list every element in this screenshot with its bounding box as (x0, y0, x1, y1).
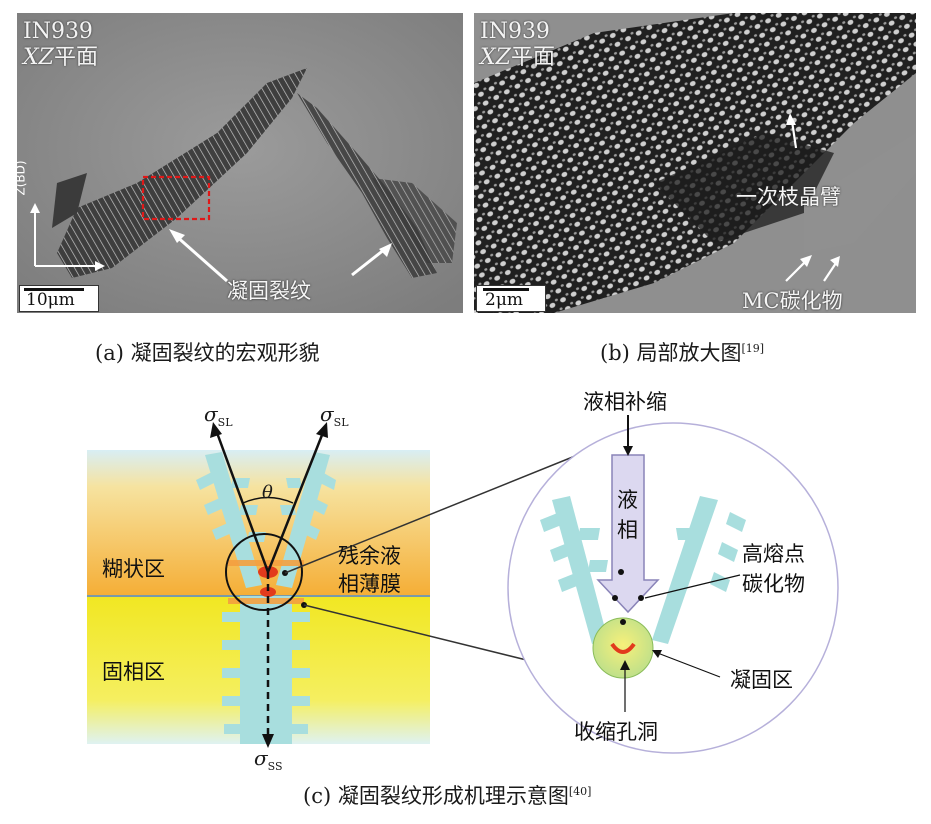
panel-a-sample-label: IN939 XZ平面 (23, 19, 98, 70)
shrinkage-pore (610, 642, 636, 654)
solidified-zone-dot (592, 617, 654, 679)
theta-label: θ (262, 482, 273, 503)
dendrite-stem-lower (222, 596, 310, 744)
liquid-film-spot-lower (260, 587, 276, 597)
sigma-sl-right: σSL (320, 402, 349, 429)
panel-b-scalebar: 2μm (476, 285, 546, 312)
dendrite-enlarged-right (652, 496, 746, 644)
zoom-region-box (141, 175, 211, 221)
mushy-zone-label: 糊状区 (102, 557, 165, 581)
solid-zone-label: 固相区 (102, 660, 165, 684)
liquid-feeding-label: 液相补缩 (583, 390, 667, 414)
theta-arc (242, 496, 294, 504)
panel-a-crack-annotation: 凝固裂纹 (227, 279, 311, 303)
connector-line-upper (284, 451, 586, 574)
liquid-label-1: 液 (617, 488, 638, 512)
stress-arrow-sl-right (266, 429, 326, 573)
micrograph-a: IN939 XZ平面 Z(BD) 凝固裂纹 10μm (17, 13, 463, 313)
solidified-zone-label: 凝固区 (730, 668, 793, 692)
liquid-label-2: 相 (617, 518, 638, 542)
sigma-sl-left: σSL (204, 402, 233, 429)
stress-arrow-sl-left (214, 429, 270, 573)
caption-b: (b) 局部放大图[19] (600, 341, 765, 365)
carbide-label-1: 高熔点 (742, 542, 805, 566)
dendrite-enlarged-left (540, 496, 608, 644)
carbide-label-2: 碳化物 (742, 572, 805, 596)
panel-b-arm-annotation: 一次枝晶臂 (736, 185, 841, 209)
connector-line-lower (303, 604, 568, 671)
caption-c: (c) 凝固裂纹形成机理示意图[40] (303, 784, 592, 808)
sigma-ss: σSS (254, 746, 283, 773)
micrograph-a-image (17, 13, 463, 313)
carbide-leader (644, 574, 741, 599)
micrograph-b: IN939 XZ平面 一次枝晶臂 MC碳化物 2μm (474, 13, 916, 313)
residual-film-label-2: 相薄膜 (338, 572, 401, 596)
detail-circle-left (225, 533, 303, 611)
residual-film-label-1: 残余液 (338, 544, 401, 568)
caption-a: (a) 凝固裂纹的宏观形貌 (95, 341, 320, 365)
panel-b-sample-label: IN939 XZ平面 (480, 19, 555, 70)
solidified-leader (654, 651, 721, 678)
panel-a-scalebar: 10μm (19, 285, 99, 312)
dendrite-right (276, 452, 336, 588)
panel-b-carbide-annotation: MC碳化物 (742, 289, 843, 313)
micrograph-b-image (474, 13, 916, 313)
shrinkage-pore-label: 收缩孔洞 (574, 720, 658, 744)
